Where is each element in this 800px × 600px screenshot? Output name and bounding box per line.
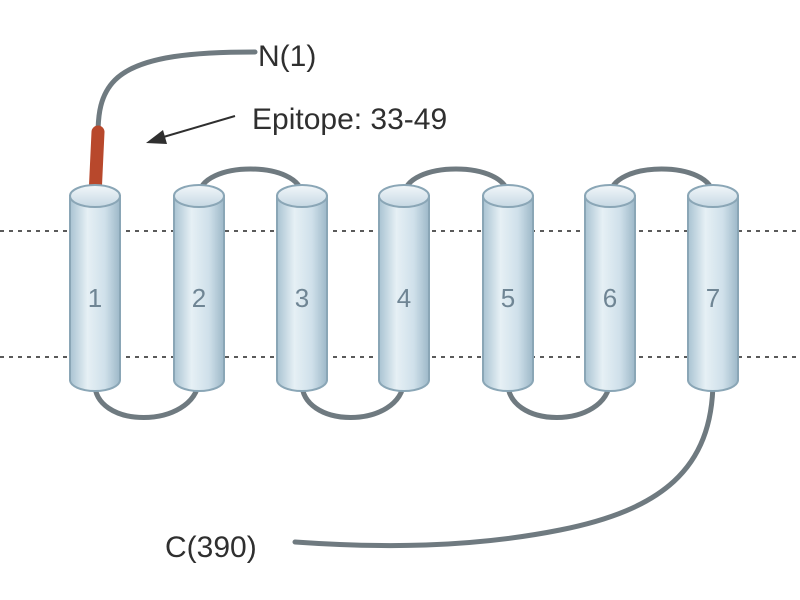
helix-top-cap <box>584 184 636 208</box>
c-terminus-label: C(390) <box>165 531 257 564</box>
helix-body <box>276 195 328 392</box>
helix-body <box>687 195 739 392</box>
helix-number-label: 7 <box>706 283 720 313</box>
helix-6: 6 <box>584 184 636 392</box>
helix-2: 2 <box>173 184 225 392</box>
loop-icl2 <box>299 377 407 420</box>
helix-top-cap <box>69 184 121 208</box>
n-terminus-tail <box>95 49 258 138</box>
helix-number-label: 2 <box>192 283 206 313</box>
loop-icl1 <box>92 377 202 420</box>
helix-number-label: 5 <box>501 283 515 313</box>
helix-number-label: 1 <box>88 283 102 313</box>
helix-top-cap <box>173 184 225 208</box>
epitope-label: Epitope: 33-49 <box>252 103 447 136</box>
helix-body <box>482 195 534 392</box>
helix-7: 7 <box>687 184 739 392</box>
helix-top-cap <box>378 184 430 208</box>
helix-body <box>69 195 121 392</box>
helix-number-label: 4 <box>397 283 411 313</box>
helix-body <box>173 195 225 392</box>
intracellular-loops <box>92 377 613 420</box>
helix-number-label: 6 <box>603 283 617 313</box>
helix-4: 4 <box>378 184 430 392</box>
epitope-arrow <box>146 115 236 144</box>
helix-body <box>378 195 430 392</box>
helix-1: 1 <box>69 184 121 392</box>
helix-body <box>584 195 636 392</box>
helix-number-label: 3 <box>295 283 309 313</box>
helix-top-cap <box>482 184 534 208</box>
extracellular-loops <box>196 166 716 199</box>
helix-top-cap <box>687 184 739 208</box>
helix-3: 3 <box>276 184 328 392</box>
helix-5: 5 <box>482 184 534 392</box>
c-terminus-tail <box>292 377 716 549</box>
helix-top-cap <box>276 184 328 208</box>
transmembrane-helices: 1 2 3 4 5 6 7 <box>69 184 739 392</box>
loop-icl3 <box>505 377 613 420</box>
n-terminus-label: N(1) <box>258 40 316 73</box>
